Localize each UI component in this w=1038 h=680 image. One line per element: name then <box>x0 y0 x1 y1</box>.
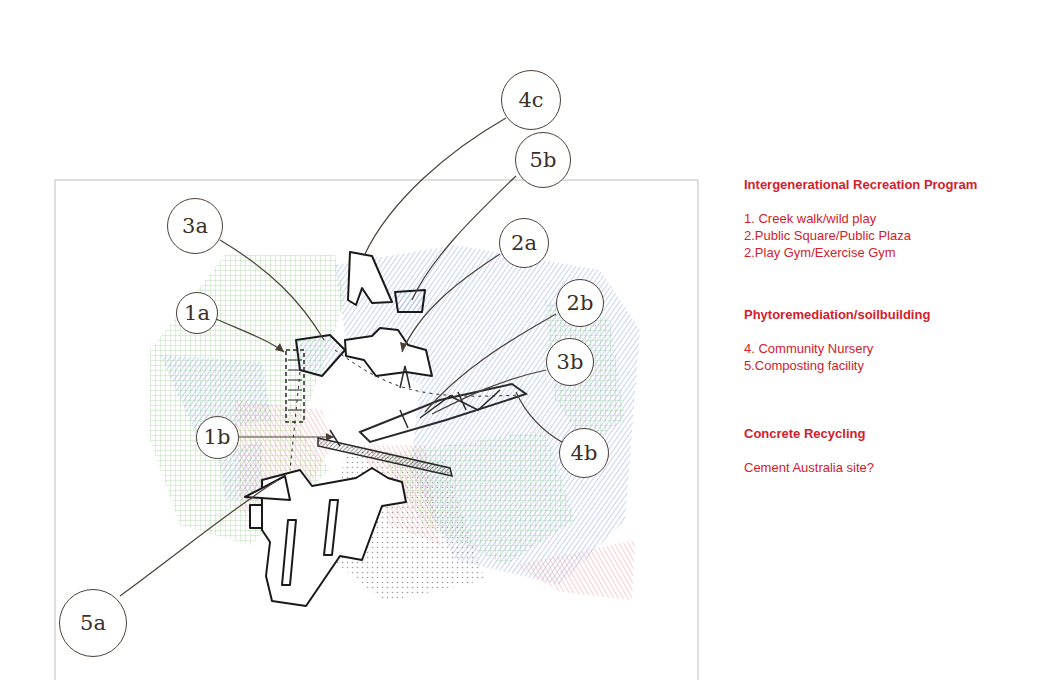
program-item: 5.Composting facility <box>744 358 864 374</box>
building-outlines <box>245 252 432 606</box>
callout-circle: 1b <box>196 416 239 459</box>
callout-circle: 3b <box>546 338 594 386</box>
program-heading: Intergenerational Recreation Program <box>744 177 977 193</box>
callout-circle: 4b <box>559 428 609 478</box>
callout-number: 4c <box>518 90 543 111</box>
leader-lines <box>120 118 565 596</box>
callout-number: 1b <box>204 427 231 448</box>
paths-and-stairs <box>286 350 526 476</box>
leader-arrowheads <box>275 342 407 441</box>
callout-circle: 1a <box>176 292 218 334</box>
program-item: 2.Play Gym/Exercise Gym <box>744 245 896 261</box>
callout-circle: 5b <box>515 132 571 188</box>
callout-number: 2b <box>567 293 594 314</box>
callout-circle: 5a <box>59 589 127 657</box>
program-heading: Phytoremediation/soilbuilding <box>744 307 930 323</box>
callout-number: 1a <box>184 303 210 324</box>
callout-circle: 2b <box>556 279 604 327</box>
callout-number: 4b <box>571 443 598 464</box>
callout-number: 2a <box>511 233 537 254</box>
callout-number: 3b <box>557 352 584 373</box>
callout-number: 5b <box>530 150 557 171</box>
program-heading: Concrete Recycling <box>744 426 865 442</box>
callout-circle: 2a <box>499 218 549 268</box>
callout-number: 3a <box>182 216 208 237</box>
callout-circle: 4c <box>501 70 561 130</box>
callout-circle: 3a <box>167 198 223 254</box>
program-item: Cement Australia site? <box>744 460 874 476</box>
plan-frame <box>55 180 698 680</box>
landuse-regions <box>150 245 640 602</box>
program-item: 2.Public Square/Public Plaza <box>744 228 911 244</box>
program-item: 4. Community Nursery <box>744 341 873 357</box>
program-item: 1. Creek walk/wild play <box>744 211 876 227</box>
callout-number: 5a <box>80 613 106 634</box>
